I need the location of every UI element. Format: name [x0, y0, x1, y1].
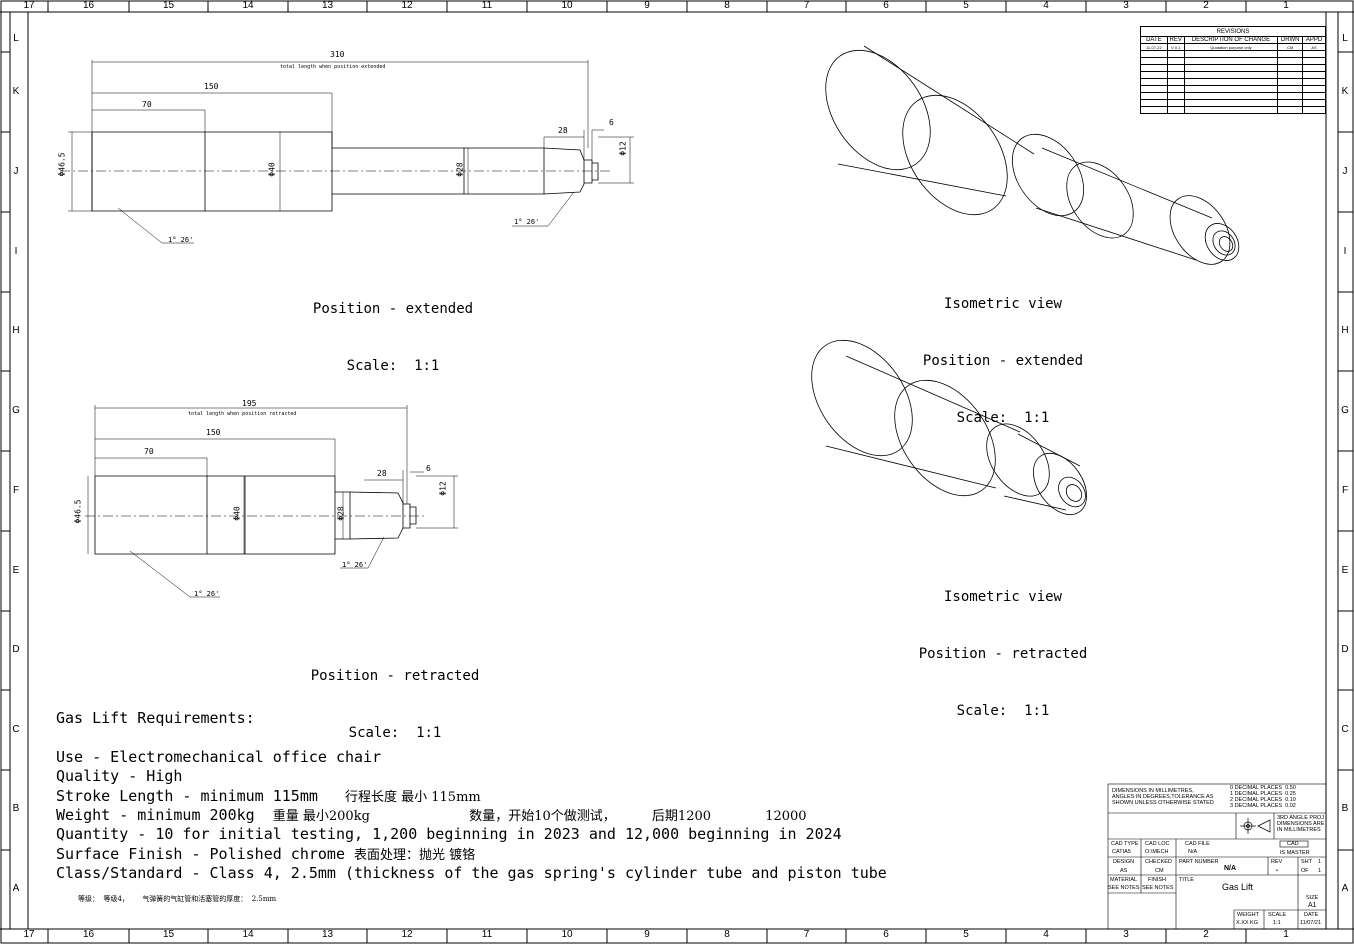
req-class-cn: 等级： 等级4， 气弹簧的气缸管和活塞管的厚度： 2.5mm: [78, 895, 277, 903]
req-weight: Weight - minimum 200kg 重量 最小200kg 数量，开始1…: [56, 806, 807, 824]
caption-iso-retracted: Isometric view Position - retracted Scal…: [918, 589, 1088, 719]
caption-retracted: Position - retracted Scale: 1:1: [310, 668, 480, 741]
iso-retracted: [811, 339, 1087, 515]
req-quality: Quality - High: [56, 767, 183, 785]
requirements-heading: Gas Lift Requirements:: [56, 709, 255, 727]
caption-iso-extended: Isometric view Position - extended Scale…: [922, 296, 1084, 426]
projection-icon: [1240, 818, 1271, 834]
iso-extended: [825, 45, 1240, 265]
retracted-view: [85, 405, 458, 598]
req-quantity: Quantity - 10 for initial testing, 1,200…: [56, 825, 842, 843]
req-use: Use - Electromechanical office chair: [56, 748, 382, 766]
req-stroke: Stroke Length - minimum 115mm 行程长度 最小 11…: [56, 787, 481, 805]
revisions-table: REVISIONS DATE REV DESCRIPTION OF CHANGE…: [1140, 26, 1326, 114]
req-class: Class/Standard - Class 4, 2.5mm (thickne…: [56, 864, 887, 882]
extended-view: [60, 60, 634, 244]
caption-extended: Position - extended Scale: 1:1: [312, 301, 474, 374]
req-surface: Surface Finish - Polished chrome 表面处理：抛光…: [56, 845, 476, 863]
